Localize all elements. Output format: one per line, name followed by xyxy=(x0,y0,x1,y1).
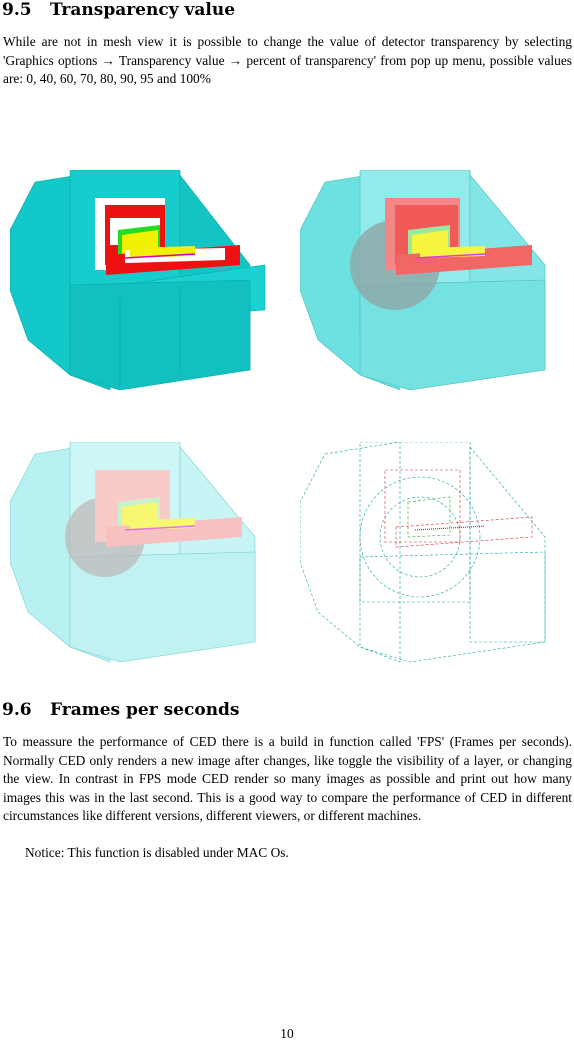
section-heading-transparency: 9.5 Transparency value xyxy=(2,0,235,20)
section-title: Transparency value xyxy=(50,0,236,20)
page-number: 10 xyxy=(280,1026,294,1041)
detector-render-opaque xyxy=(10,170,266,390)
figure-semi-transparent xyxy=(300,170,546,390)
detector-render-wireframe xyxy=(300,442,546,663)
transparency-paragraph: While are not in mesh view it is possibl… xyxy=(3,34,572,86)
figure-high-transparent xyxy=(10,442,256,663)
section-number: 9.6 xyxy=(2,700,32,720)
detector-render-high-transparent xyxy=(10,442,256,663)
fps-paragraph: To meassure the performance of CED there… xyxy=(3,734,572,823)
detector-render-semi-transparent xyxy=(300,170,546,390)
figure-wireframe xyxy=(300,442,546,663)
section-number: 9.5 xyxy=(2,0,32,20)
section-title: Frames per seconds xyxy=(50,700,240,720)
fps-notice: Notice: This function is disabled under … xyxy=(25,845,289,860)
figure-opaque xyxy=(10,170,266,390)
section-heading-fps: 9.6 Frames per seconds xyxy=(2,700,240,720)
